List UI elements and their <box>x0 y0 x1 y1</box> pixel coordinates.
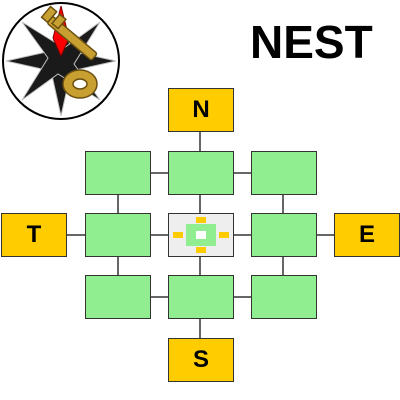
compass-key-icon <box>2 2 120 120</box>
room-top-center[interactable] <box>168 151 234 195</box>
room-middle-left[interactable] <box>85 213 151 257</box>
room-top-left[interactable] <box>85 151 151 195</box>
door-east[interactable]: E <box>334 213 400 257</box>
door-south[interactable]: S <box>168 338 234 382</box>
door-west[interactable]: T <box>1 213 67 257</box>
room-bottom-center[interactable] <box>168 275 234 319</box>
current-room-marker-icon <box>173 217 229 253</box>
door-north[interactable]: N <box>168 88 234 132</box>
room-top-right[interactable] <box>251 151 317 195</box>
game-title: NEST <box>250 16 373 68</box>
room-center-current[interactable] <box>168 213 234 257</box>
room-middle-right[interactable] <box>251 213 317 257</box>
room-bottom-right[interactable] <box>251 275 317 319</box>
room-bottom-left[interactable] <box>85 275 151 319</box>
